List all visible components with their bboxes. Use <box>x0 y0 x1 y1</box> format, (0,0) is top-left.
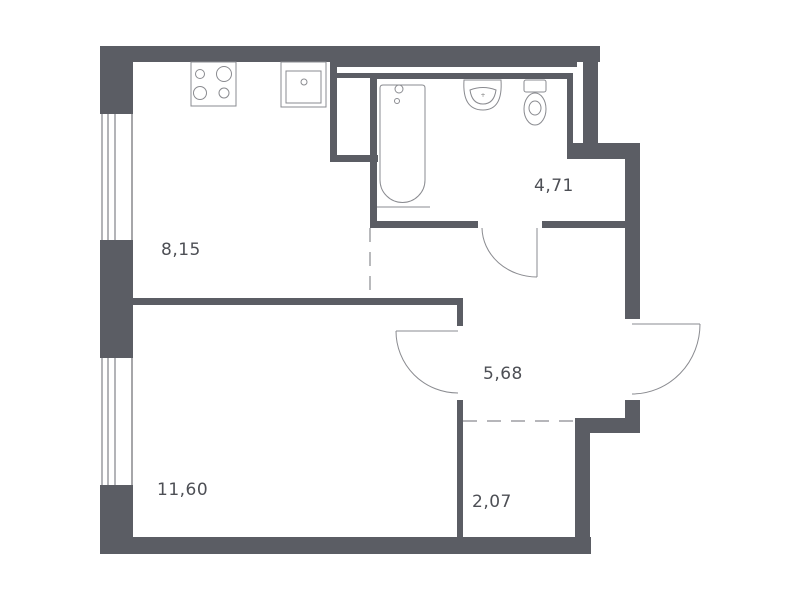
wall-right-middle <box>625 143 640 319</box>
wall-left-top <box>100 46 133 114</box>
wall-right-upper <box>583 62 598 152</box>
wall-bath-left <box>370 73 377 228</box>
window-bedroom <box>101 358 133 485</box>
wall-bath-bottom-right <box>542 221 627 228</box>
window-kitchen <box>101 114 133 240</box>
wall-shaft-divider <box>337 73 377 78</box>
svg-text:+: + <box>480 92 485 99</box>
wall-bath-right <box>567 73 573 159</box>
room-area-kitchen: 8,15 <box>161 240 201 260</box>
washbasin-icon: + <box>463 79 502 111</box>
wall-right-lower-step <box>575 418 640 433</box>
room-area-bedroom: 11,60 <box>157 480 209 500</box>
door-bedroom[interactable] <box>395 330 459 394</box>
bathtub-icon <box>377 84 430 208</box>
wall-bath-bottom-left <box>370 221 478 228</box>
wall-hall-stub <box>457 298 463 326</box>
wall-right-step <box>573 143 640 159</box>
room-area-bathroom: 4,71 <box>534 176 574 196</box>
wall-right-lower <box>575 418 590 554</box>
wall-shaft-bottom <box>330 155 378 162</box>
wall-left-middle <box>100 240 133 358</box>
wall-top <box>100 46 600 62</box>
wall-bath-top <box>370 73 570 79</box>
wall-bottom <box>100 537 591 554</box>
room-area-storage: 2,07 <box>472 492 512 512</box>
wall-shaft-left <box>330 62 337 162</box>
room-area-hallway: 5,68 <box>483 364 523 384</box>
wall-shaft-top <box>337 62 577 67</box>
kitchen-sink-icon <box>280 61 327 108</box>
wall-storage <box>457 400 463 537</box>
wall-kitchen-bedroom <box>133 298 463 305</box>
door-bathroom[interactable] <box>481 227 538 278</box>
toilet-icon <box>523 79 547 126</box>
stove-icon <box>190 61 237 107</box>
door-entrance[interactable] <box>631 323 701 395</box>
